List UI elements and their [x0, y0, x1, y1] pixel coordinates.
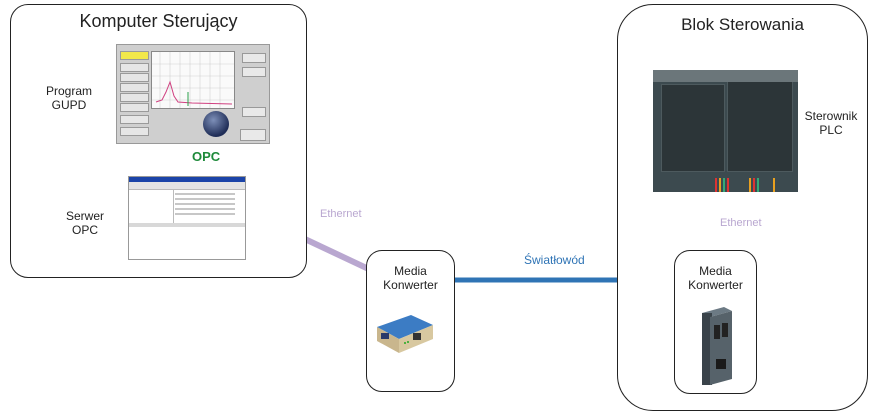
ethernet-label-right: Ethernet	[720, 217, 762, 229]
fiber-label: Światłowód	[524, 253, 585, 267]
plc-label: Sterownik PLC	[804, 109, 858, 137]
opc-link-label: OPC	[192, 149, 221, 164]
control-block-title: Blok Sterowania	[681, 15, 804, 34]
media-converter-left-label: Media Konwerter	[383, 264, 438, 292]
computer-group-title: Komputer Sterujący	[79, 11, 238, 31]
opc-server-label: Serwer OPC	[65, 209, 104, 237]
opc-server-screenshot-icon	[128, 176, 246, 260]
media-converter-left-icon	[375, 313, 435, 353]
plc-controller-photo-icon	[653, 70, 798, 192]
media-converter-right-icon	[700, 305, 734, 385]
media-converter-right-label: Media Konwerter	[688, 264, 743, 292]
program-gupd-label: Program GUPD	[45, 84, 92, 112]
program-gupd-screenshot-icon	[116, 44, 270, 144]
ethernet-label-left: Ethernet	[320, 208, 362, 220]
